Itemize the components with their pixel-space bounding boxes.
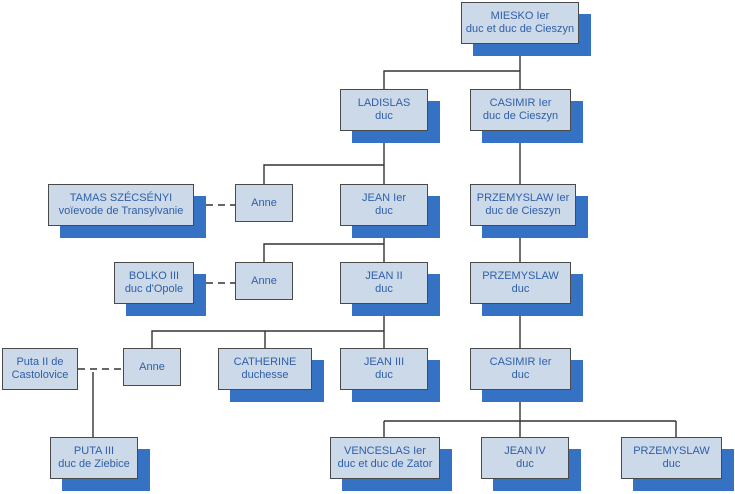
connector-line: [263, 243, 384, 262]
person-name: PRZEMYSLAW Ier: [476, 192, 570, 204]
person-name: JEAN IV: [504, 445, 546, 457]
person-name: LADISLAS: [357, 97, 411, 109]
person-name: Anne: [251, 274, 277, 287]
person-title: duc: [375, 369, 393, 381]
person-name: CASIMIR Ier: [489, 97, 552, 109]
person-title: duc de Cieszyn: [485, 205, 561, 217]
person-name: JEAN Ier: [361, 192, 406, 204]
connector-line: [383, 70, 520, 89]
person-title: duc: [375, 110, 393, 122]
person-title: duc: [375, 205, 393, 217]
connector-line: [151, 330, 384, 348]
person-title: voïevode de Transylvanie: [58, 205, 184, 217]
person-title: duc et duc de Zator: [337, 458, 433, 470]
person-title: duc: [516, 458, 534, 470]
person-title: duc: [511, 369, 530, 381]
person-name: PUTA III: [73, 445, 115, 457]
person-title: duc de Ziebice: [58, 458, 130, 470]
person-box-anne1[interactable]: Anne: [235, 184, 293, 222]
person-name: CATHERINE: [233, 356, 297, 368]
person-title: duchesse: [241, 369, 289, 381]
person-name: PRZEMYSLAW: [633, 445, 710, 457]
person-title: duc de Cieszyn: [482, 110, 559, 122]
person-name: JEAN II: [365, 270, 403, 282]
person-name: Anne: [251, 196, 277, 209]
person-title: duc et duc de Cieszyn: [465, 23, 575, 35]
person-box-anne2[interactable]: Anne: [235, 262, 293, 300]
person-title: duc: [375, 283, 393, 295]
person-title: duc: [511, 283, 530, 295]
person-name: Puta II de: [16, 356, 64, 368]
person-name: BOLKO III: [128, 270, 180, 282]
person-name: Anne: [139, 360, 165, 373]
connector-line: [263, 164, 384, 184]
person-title: duc d'Opole: [124, 283, 184, 295]
person-name: TAMAS SZÉCSÉNYI: [69, 192, 173, 204]
person-name: PRZEMYSLAW: [482, 270, 559, 282]
person-name: MIESKO Ier: [490, 10, 550, 22]
person-box-anne3[interactable]: Anne: [123, 348, 181, 386]
person-name: CASIMIR Ier: [489, 356, 552, 368]
person-name: VENCESLAS Ier: [344, 445, 426, 457]
person-title: Castolovice: [11, 369, 69, 381]
person-title: duc: [662, 458, 681, 470]
person-name: JEAN III: [363, 356, 405, 368]
